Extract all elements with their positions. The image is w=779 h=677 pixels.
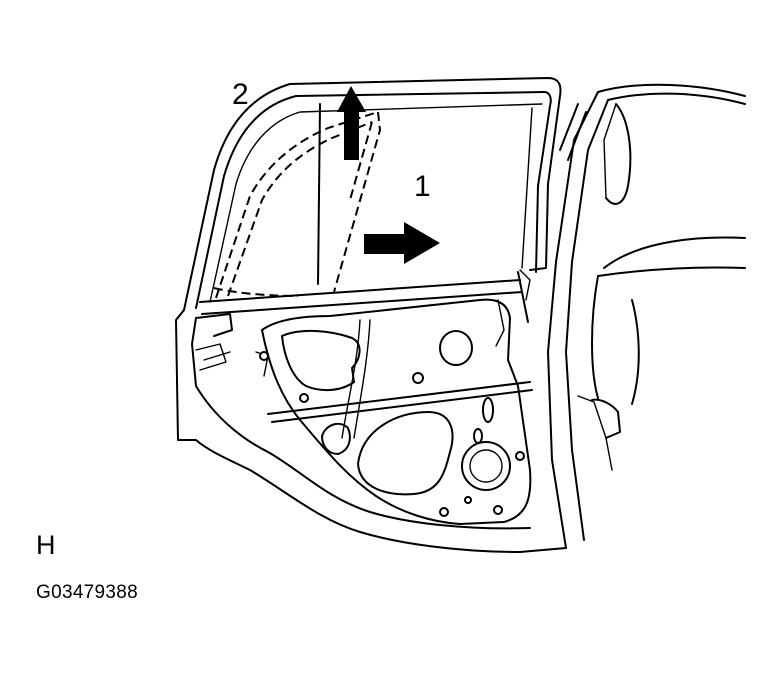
door-inner-panel	[175, 298, 567, 553]
rear-door-frame	[183, 77, 587, 323]
figure-id: G03479388	[36, 582, 139, 603]
callout-2: 2	[232, 78, 249, 111]
vehicle-body-quarter	[547, 83, 746, 549]
callout-1: 1	[414, 170, 431, 203]
view-label: H	[36, 530, 56, 560]
arrow-right-icon	[364, 222, 440, 264]
door-glass-outline	[213, 111, 382, 299]
arrow-up-icon	[337, 86, 366, 160]
